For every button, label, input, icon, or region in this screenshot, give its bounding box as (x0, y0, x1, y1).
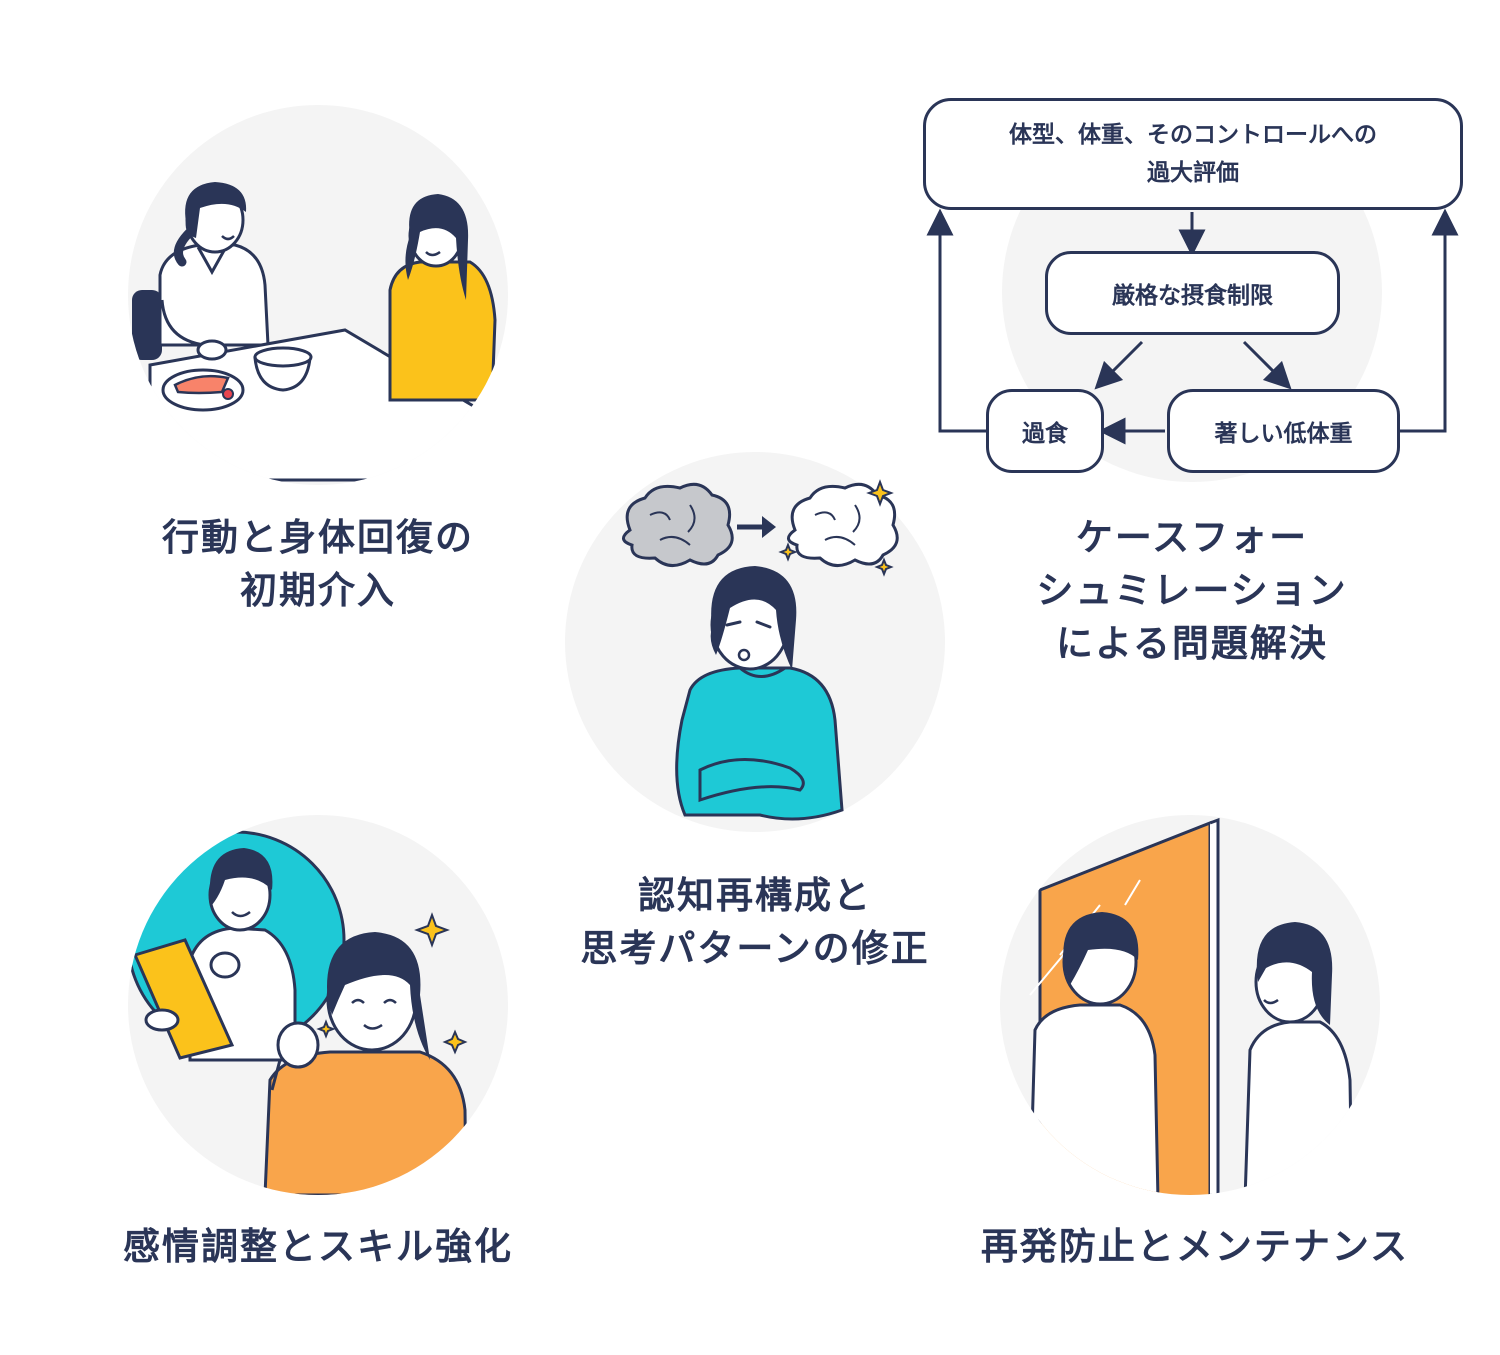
arrow-binge-to-top (926, 208, 986, 433)
sparkle-icon (316, 912, 468, 1055)
flow-box-strict-diet-label: 厳格な摂食制限 (1112, 283, 1273, 309)
caption-case: ケースフォー シュミレーション による問題解決 (992, 511, 1392, 670)
brain-white-icon (787, 482, 899, 567)
caption-case-line-3: による問題解決 (1056, 622, 1328, 665)
caption-emotion: 感情調整とスキル強化 (68, 1220, 568, 1273)
caption-behavior-line-2: 初期介入 (240, 569, 396, 612)
caption-case-line-1: ケースフォー (1075, 516, 1309, 559)
flow-box-low-weight-label: 著しい低体重 (1214, 421, 1353, 447)
flow-box-strict-diet: 厳格な摂食制限 (1045, 251, 1340, 335)
flow-box-overvaluation-line-1: 体型、体重、そのコントロールへの (1009, 122, 1377, 148)
thinking-woman-icon (675, 566, 844, 821)
caption-cognitive-line-1: 認知再構成と (638, 874, 872, 917)
flow-box-binge-label: 過食 (1022, 421, 1068, 447)
arrow-right-icon (737, 516, 776, 538)
flow-box-overvaluation-line-2: 過大評価 (1147, 160, 1239, 186)
caption-relapse-line-1: 再発防止とメンテナンス (980, 1225, 1410, 1268)
arrow-weight-to-top (1400, 208, 1459, 433)
brain-gray-icon (622, 482, 734, 567)
caption-cognitive-line-2: 思考パターンの修正 (580, 927, 930, 970)
counselor-icon (132, 182, 497, 482)
arrow-diet-to-weight (1242, 340, 1292, 390)
cheerful-woman-icon (263, 932, 468, 1195)
flow-box-overvaluation: 体型、体重、そのコントロールへの 過大評価 (923, 98, 1463, 210)
caption-behavior-line-1: 行動と身体回復の (162, 516, 474, 559)
sparkle-icon (778, 479, 894, 577)
flow-box-low-weight: 著しい低体重 (1167, 389, 1400, 473)
mirror-icon (1028, 817, 1354, 1195)
tablet-counselor-icon (128, 830, 346, 1062)
caption-behavior: 行動と身体回復の 初期介入 (118, 511, 518, 617)
caption-emotion-line-1: 感情調整とスキル強化 (123, 1225, 513, 1268)
caption-cognitive: 認知再構成と 思考パターンの修正 (530, 869, 980, 975)
flow-connectors (926, 208, 1459, 445)
caption-relapse: 再発防止とメンテナンス (930, 1220, 1460, 1273)
arrow-diet-to-binge (1094, 340, 1144, 390)
caption-case-line-2: シュミレーション (1036, 569, 1348, 612)
flow-box-binge: 過食 (986, 389, 1104, 473)
